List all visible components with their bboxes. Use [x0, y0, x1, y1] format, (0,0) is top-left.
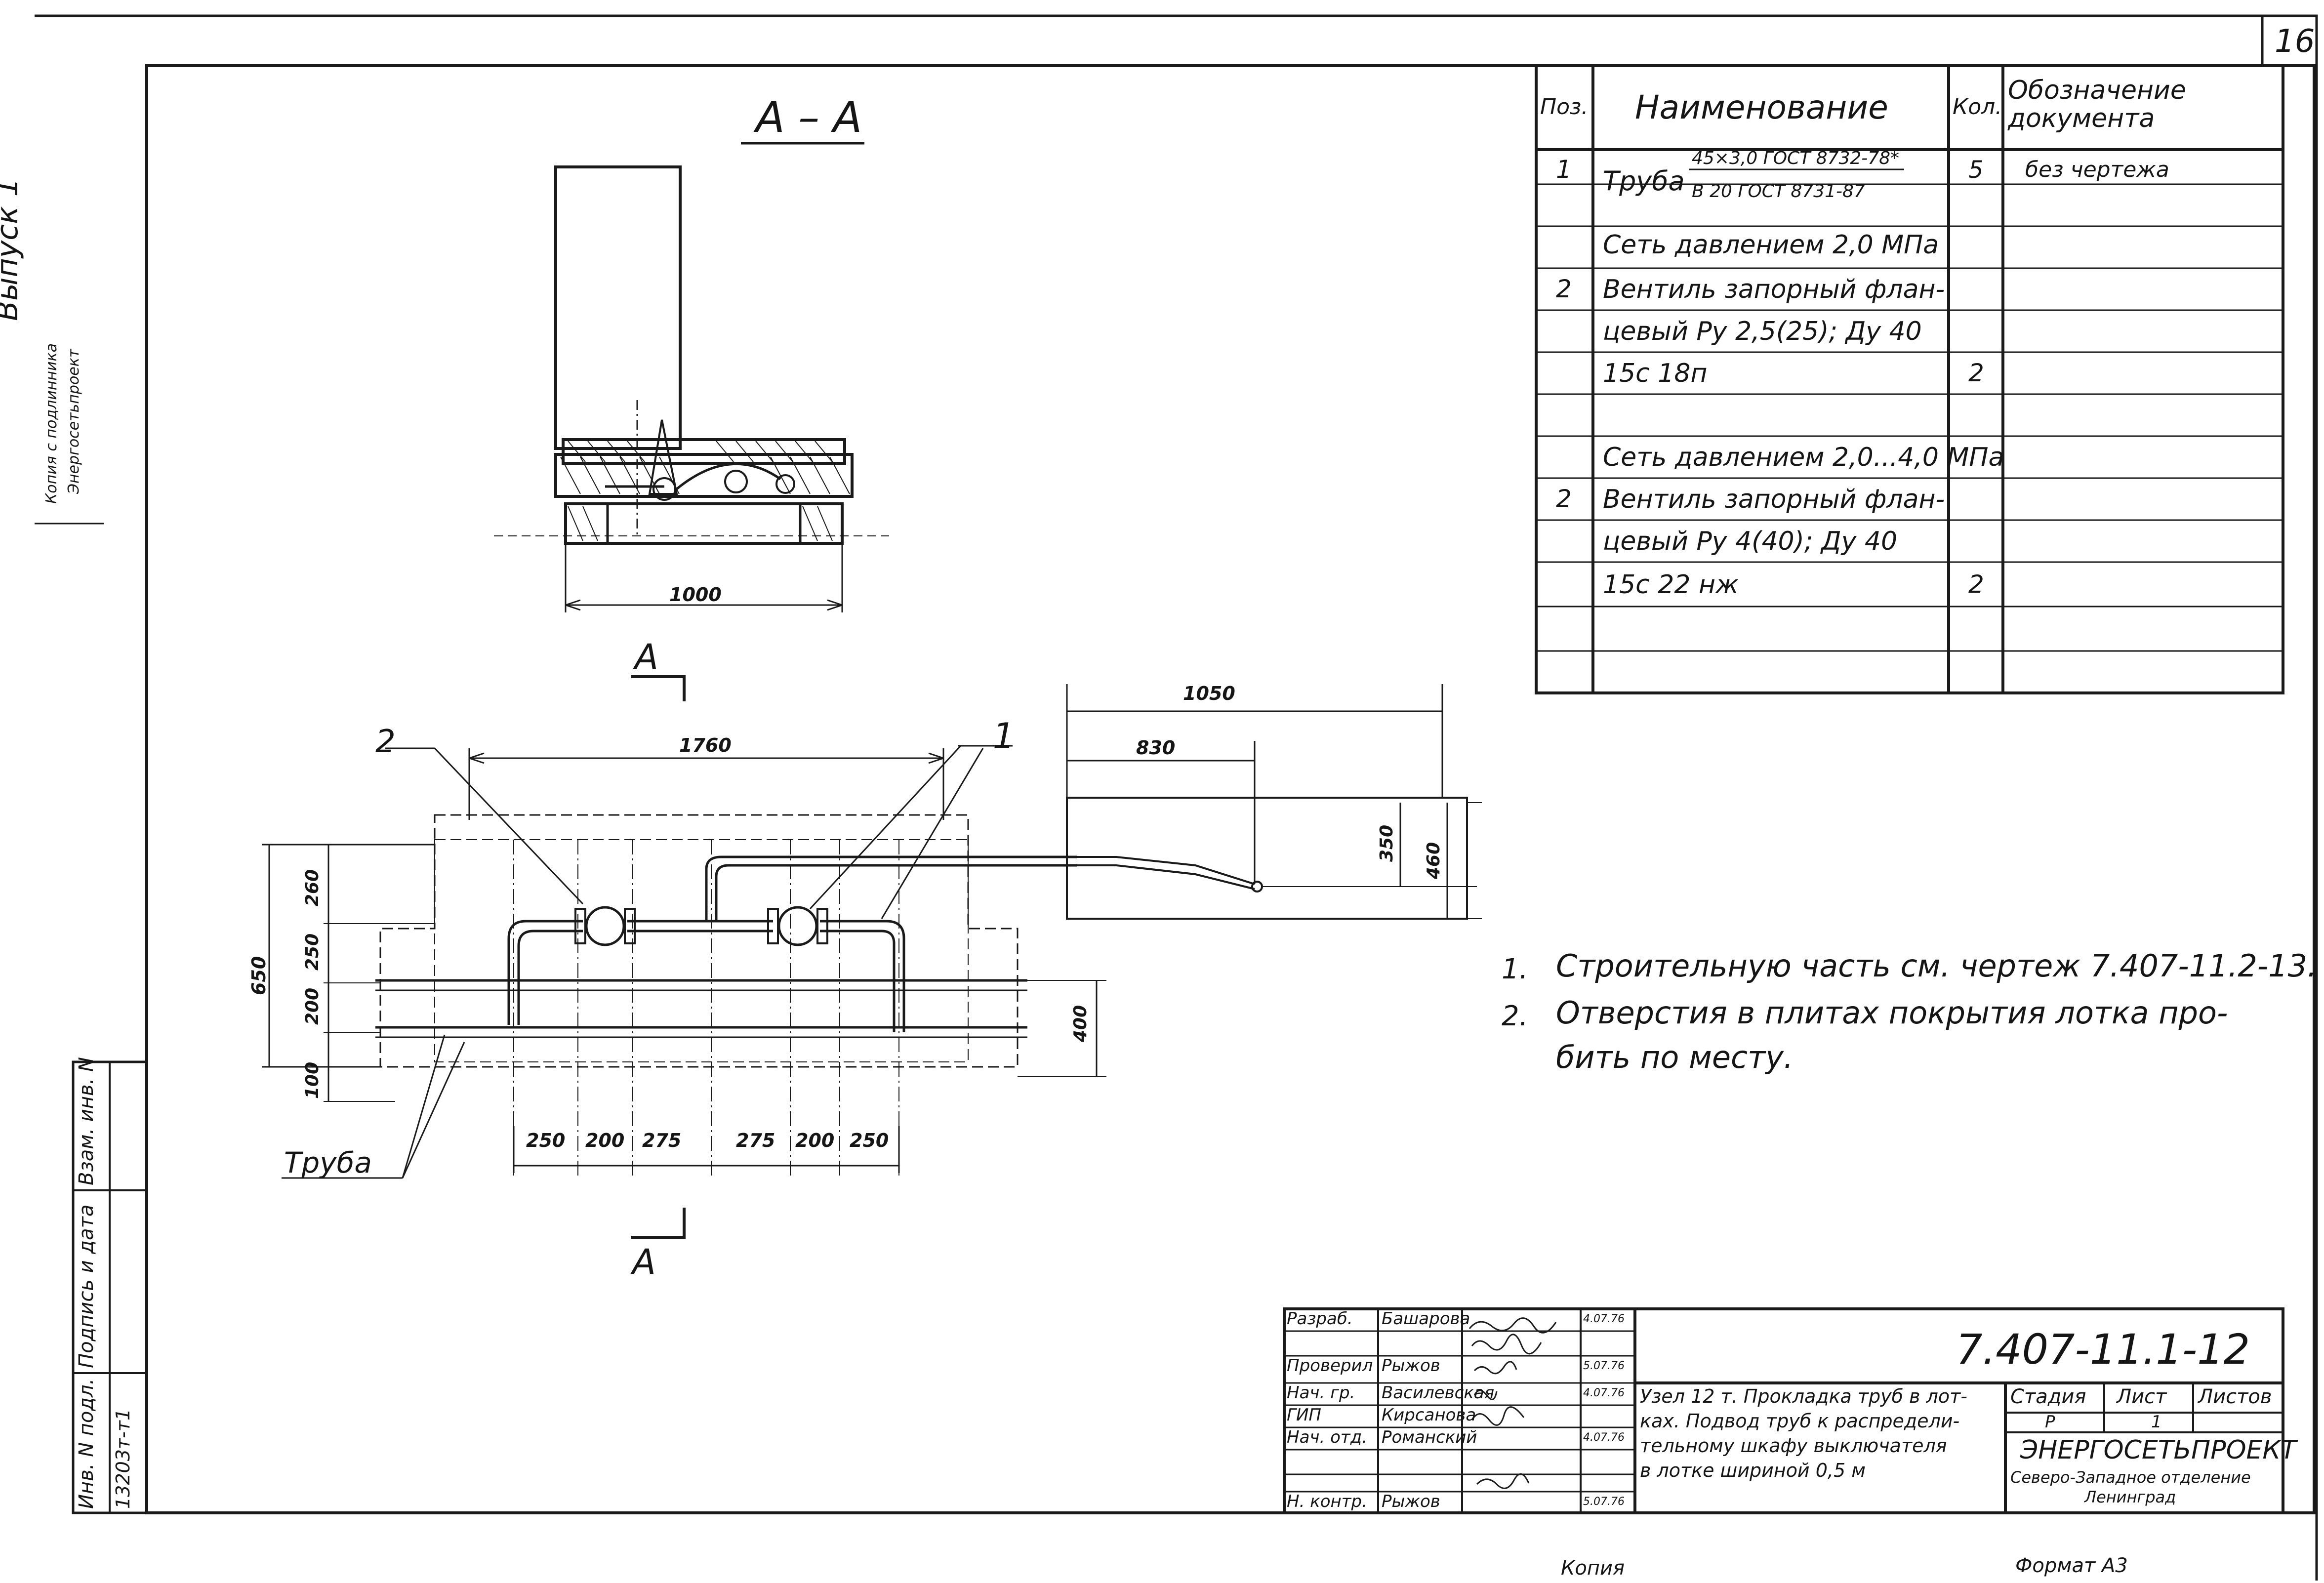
section-view — [494, 142, 889, 1239]
bottom-dim-3: 275 — [642, 1130, 682, 1151]
podpis-label: Подпись и дата — [75, 1204, 98, 1368]
tb-org-3: Ленинград — [2084, 1488, 2176, 1506]
tb-name-4: Кирсанова — [1382, 1405, 1476, 1425]
dim-100: 100 — [302, 1061, 323, 1099]
tb-desc-2: ках. Подвод труб к распредели- — [1640, 1410, 1960, 1432]
spec-row8-pos: 2 — [1556, 485, 1572, 513]
dim-260: 260 — [302, 869, 323, 906]
spec-row1-prefix: Труба — [1603, 165, 1685, 197]
tb-sheet-value: 1 — [2151, 1412, 2162, 1432]
pipe-label: Труба — [284, 1146, 372, 1179]
spec-header-name: Наименование — [1635, 88, 1888, 126]
callout-2: 2 — [375, 724, 396, 760]
spec-row1-doc: без чертежа — [2025, 157, 2169, 182]
spec-row9-name: цевый Ру 4(40); Ду 40 — [1603, 527, 1898, 556]
dim-1000: 1000 — [669, 584, 722, 606]
detail-view — [1066, 684, 1482, 920]
spec-row1-num: 45×3,0 ГОСТ 8732-78* — [1692, 148, 1900, 168]
copy-label: Копия — [1561, 1557, 1625, 1580]
tb-name-3: Василевская — [1382, 1383, 1495, 1403]
tb-date-3: 4.07.76 — [1583, 1387, 1625, 1399]
cut-label-bottom: А — [632, 1242, 656, 1282]
tb-stage-value: Р — [2045, 1412, 2055, 1432]
cut-label-top: А — [635, 637, 658, 677]
tb-sheets-header: Листов — [2198, 1385, 2272, 1408]
spec-row10-name: 15с 22 нж — [1603, 570, 1739, 600]
tb-role-5: Нач. отд. — [1287, 1427, 1368, 1447]
sheet-number: 16 — [2275, 23, 2315, 60]
spec-row1-qty: 5 — [1968, 156, 1984, 184]
note-2-text: Отверстия в плитах покрытия лотка про- — [1556, 995, 2228, 1031]
spec-row4-name: цевый Ру 2,5(25); Ду 40 — [1603, 317, 1922, 346]
tb-name-7: Рыжов — [1382, 1492, 1440, 1511]
note-3-text: бить по месту. — [1556, 1039, 1794, 1075]
tb-name-2: Рыжов — [1382, 1356, 1440, 1376]
stamp-line-2: Энергосетьпроект — [65, 349, 82, 494]
note-2-num: 2. — [1502, 1000, 1528, 1032]
spec-row2-name: Сеть давлением 2,0 МПа — [1603, 230, 1939, 260]
stamp-line-1: Копия с подлинника — [43, 343, 60, 504]
spec-header-doc: Обозначение документа — [2008, 76, 2186, 134]
note-1-num: 1. — [1502, 953, 1528, 985]
inv-value: 13203т-т1 — [112, 1408, 134, 1509]
dim-350: 350 — [1377, 824, 1397, 862]
tb-role-2: Проверил — [1287, 1356, 1373, 1376]
tb-org-1: ЭНЕРГОСЕТЬПРОЕКТ — [2020, 1435, 2297, 1465]
bottom-dim-4: 275 — [736, 1130, 775, 1151]
signatures — [1468, 1317, 1557, 1489]
dim-250: 250 — [302, 933, 323, 971]
bottom-dim-6: 250 — [850, 1130, 889, 1151]
spec-row5-name: 15с 18п — [1603, 359, 1708, 388]
dim-1760: 1760 — [679, 734, 732, 756]
spec-row7-name: Сеть давлением 2,0...4,0 МПа — [1603, 443, 2004, 472]
note-1-text: Строительную часть см. чертеж 7.407-11.2… — [1556, 948, 2317, 984]
spec-table-lines — [1535, 64, 2284, 694]
tb-date-2: 5.07.76 — [1583, 1360, 1625, 1372]
dim-1050: 1050 — [1183, 683, 1235, 704]
bottom-dim-2: 200 — [585, 1130, 625, 1151]
spec-row8-name: Вентиль запорный флан- — [1603, 485, 1945, 514]
tb-desc-1: Узел 12 т. Прокладка труб в лот- — [1640, 1385, 1968, 1407]
tb-role-1: Разраб. — [1287, 1309, 1353, 1329]
tb-role-4: ГИП — [1287, 1405, 1321, 1425]
tb-date-5: 4.07.76 — [1583, 1431, 1625, 1444]
tb-desc-3: тельному шкафу выключателя — [1640, 1435, 1947, 1457]
inv-podl-label: Инв. N подл. — [75, 1378, 98, 1509]
tb-stage-header: Стадия — [2010, 1385, 2086, 1408]
spec-row1-pos: 1 — [1556, 155, 1572, 184]
tb-name-1: Башарова — [1382, 1309, 1470, 1329]
tb-role-7: Н. контр. — [1287, 1492, 1367, 1511]
tb-date-1: 4.07.76 — [1583, 1313, 1625, 1325]
format-label: Формат А3 — [2015, 1554, 2128, 1577]
spec-row5-qty: 2 — [1968, 359, 1984, 387]
dim-460: 460 — [1424, 842, 1444, 879]
spec-row3-pos: 2 — [1556, 275, 1572, 303]
vzam-label: Взам. инв. N — [75, 1057, 98, 1185]
tb-sheet-header: Лист — [2117, 1385, 2167, 1408]
dim-400: 400 — [1070, 1005, 1091, 1042]
tb-role-3: Нач. гр. — [1287, 1383, 1355, 1403]
inner-frame — [145, 64, 2316, 1514]
bottom-dim-1: 250 — [526, 1130, 566, 1151]
tb-name-5: Романский — [1382, 1427, 1477, 1447]
dim-200: 200 — [302, 987, 323, 1025]
dim-830: 830 — [1136, 737, 1176, 759]
callout-1: 1 — [993, 716, 1015, 756]
tb-desc-4: в лотке шириной 0,5 м — [1640, 1460, 1866, 1481]
spec-header-pos: Поз. — [1540, 94, 1589, 120]
dim-650: 650 — [248, 956, 270, 995]
title-block-lines — [1283, 1307, 2284, 1514]
spec-row3-name: Вентиль запорный флан- — [1603, 275, 1945, 304]
spec-row10-qty: 2 — [1968, 570, 1984, 599]
spec-row1-den: В 20 ГОСТ 8731-87 — [1692, 181, 1865, 202]
section-title: А – А — [756, 93, 862, 142]
tb-date-7: 5.07.76 — [1583, 1496, 1625, 1508]
bottom-dim-5: 200 — [795, 1130, 835, 1151]
plan-view — [262, 745, 1106, 1179]
issue-label: Выпуск 1 — [0, 178, 25, 321]
spec-header-qty: Кол. — [1953, 94, 2002, 120]
tb-org-2: Северо-Западное отделение — [2010, 1468, 2251, 1487]
drawing-code: 7.407-11.1-12 — [1956, 1325, 2250, 1374]
